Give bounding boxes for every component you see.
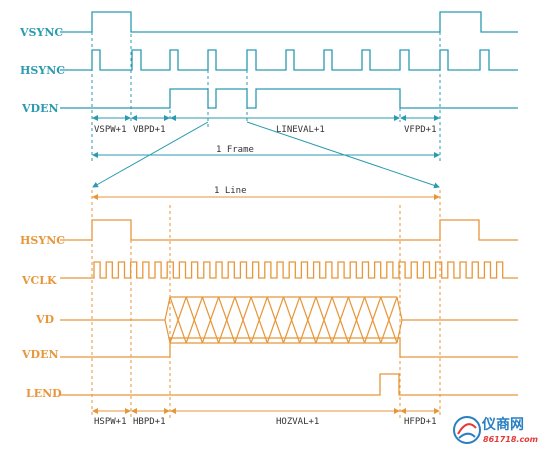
frame-span-label: 1 Frame xyxy=(216,145,254,155)
segment-label-lineval: LINEVAL+1 xyxy=(276,125,325,135)
line-signal-label-vden: VDEN xyxy=(21,348,59,361)
vsync-waveform xyxy=(60,11,518,33)
lend-waveform xyxy=(60,373,518,396)
segment-label-hspw: HSPW+1 xyxy=(94,417,127,427)
segment-label-hozval: HOZVAL+1 xyxy=(276,417,319,427)
segment-label-vfpd: VFPD+1 xyxy=(404,125,437,135)
line-signal-label-hsync: HSYNC xyxy=(20,234,65,247)
watermark: 仪商网 861718.com xyxy=(453,416,538,444)
line-guide-lines xyxy=(91,190,441,418)
vden-waveform-frame xyxy=(60,88,518,109)
frame-guide-lines xyxy=(91,14,441,162)
watermark-logo-icon xyxy=(453,416,481,444)
frame-signal-label-vden: VDEN xyxy=(21,102,59,115)
zoom-lines xyxy=(92,121,440,189)
segment-label-vbpd: VBPD+1 xyxy=(133,125,166,135)
hsync-waveform-line xyxy=(60,219,518,241)
segment-label-hbpd: HBPD+1 xyxy=(133,417,166,427)
vd-waveform xyxy=(60,296,518,344)
vclk-waveform xyxy=(60,261,518,279)
watermark-cn-text: 仪商网 xyxy=(481,416,524,433)
line-span-label: 1 Line xyxy=(214,186,247,196)
segment-label-vspw: VSPW+1 xyxy=(94,125,127,135)
line-section: 1 Line HSYNC VCLK VD VDEN LEND xyxy=(20,186,518,427)
line-signal-label-lend: LEND xyxy=(26,387,62,400)
segment-label-hfpd: HFPD+1 xyxy=(404,417,437,427)
watermark-url-text: 861718.com xyxy=(483,435,538,444)
vden-waveform-line xyxy=(60,337,518,358)
frame-signal-label-hsync: HSYNC xyxy=(20,64,65,77)
frame-section: VSYNC HSYNC VDEN VSPW+1 VBPD+1 LINEVA xyxy=(19,11,518,189)
frame-signal-label-vsync: VSYNC xyxy=(19,26,63,39)
line-signal-label-vd: VD xyxy=(35,313,55,326)
hsync-waveform-frame xyxy=(60,49,518,71)
line-signal-label-vclk: VCLK xyxy=(21,274,57,287)
